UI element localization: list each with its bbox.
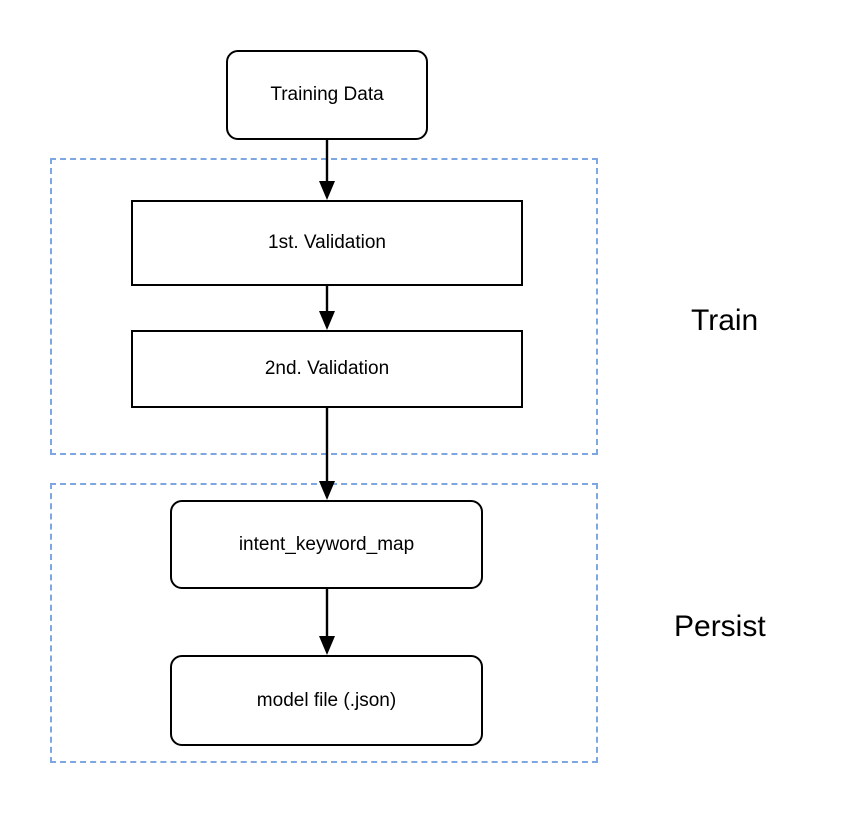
node-training-data[interactable]: Training Data	[226, 50, 428, 140]
group-label-train: Train	[691, 304, 759, 337]
group-container-train	[50, 158, 598, 455]
node-model-file[interactable]: model file (.json)	[170, 655, 483, 746]
node-second-validation[interactable]: 2nd. Validation	[131, 330, 523, 408]
node-intent-keyword-map[interactable]: intent_keyword_map	[170, 500, 483, 589]
group-label-persist: Persist	[674, 610, 766, 643]
node-first-validation[interactable]: 1st. Validation	[131, 200, 523, 286]
